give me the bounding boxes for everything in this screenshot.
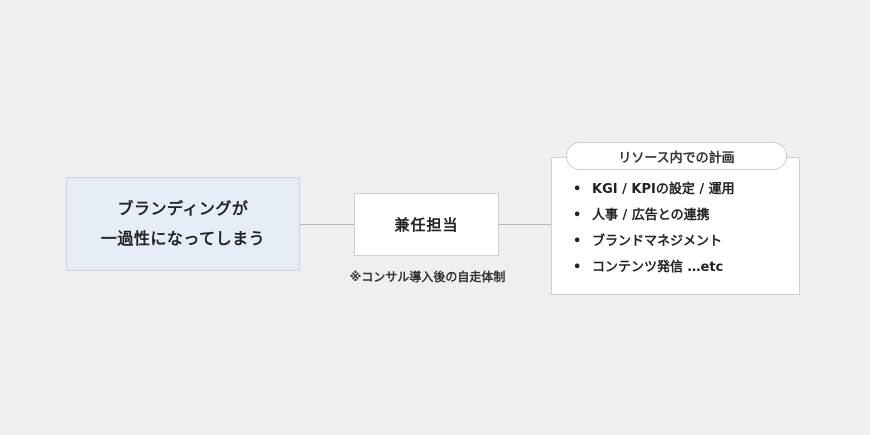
problem-line-1: ブランディングが (117, 199, 249, 218)
role-box: 兼任担当 (354, 193, 499, 256)
plan-header-label: リソース内での計画 (618, 150, 735, 166)
plan-item-label: KGI / KPIの設定 / 運用 (592, 182, 735, 197)
plan-list-item: • KGI / KPIの設定 / 運用 (573, 177, 735, 203)
plan-header-pill: リソース内での計画 (566, 142, 787, 170)
plan-box (551, 157, 800, 295)
role-label: 兼任担当 (394, 216, 459, 234)
plan-list-item: • ブランドマネジメント (573, 229, 735, 255)
plan-list: • KGI / KPIの設定 / 運用 • 人事 / 広告との連携 • ブランドマネジ… (573, 177, 735, 281)
bullet-icon: • (573, 234, 582, 249)
plan-list-item: • 人事 / 広告との連携 (573, 203, 735, 229)
plan-item-label: 人事 / 広告との連携 (592, 208, 710, 223)
plan-list-item: • コンテンツ発信 …etc (573, 255, 735, 281)
bullet-icon: • (573, 182, 582, 197)
problem-box: ブランディングが 一過性になってしまう (66, 177, 300, 271)
problem-line-2: 一過性になってしまう (100, 229, 266, 248)
connector-line-right (498, 224, 551, 225)
plan-item-label: ブランドマネジメント (592, 234, 723, 249)
plan-item-label: コンテンツ発信 …etc (592, 260, 724, 275)
connector-line-left (300, 224, 355, 225)
bullet-icon: • (573, 208, 582, 223)
bullet-icon: • (573, 260, 582, 275)
footnote: ※コンサル導入後の自走体制 (349, 270, 506, 284)
